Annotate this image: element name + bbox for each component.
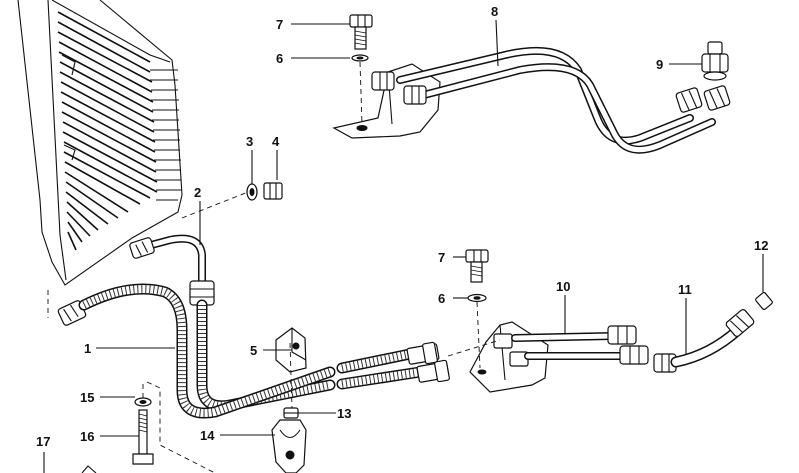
callout-6-lower: 6 xyxy=(438,291,445,306)
callout-17: 17 xyxy=(36,434,50,449)
lower-bracket-assembly xyxy=(465,249,649,393)
callout-15: 15 xyxy=(80,390,94,405)
assembly-guides xyxy=(47,61,501,473)
callout-labels: 1 2 3 4 5 6 6 7 7 8 9 10 11 12 13 14 15 … xyxy=(36,4,768,449)
callout-13: 13 xyxy=(337,406,351,421)
callout-6-upper: 6 xyxy=(276,51,283,66)
hose-clamp xyxy=(271,407,307,473)
oil-line-lower xyxy=(57,283,336,419)
callout-leaders xyxy=(96,19,764,437)
upper-bracket-assembly xyxy=(332,14,731,154)
callout-14: 14 xyxy=(200,428,215,443)
callout-9: 9 xyxy=(656,57,663,72)
callout-1: 1 xyxy=(84,341,91,356)
callout-10: 10 xyxy=(556,279,570,294)
flex-hose xyxy=(653,291,773,373)
banjo-screw xyxy=(246,182,283,201)
callout-2: 2 xyxy=(194,185,201,200)
oil-cooler xyxy=(17,0,183,286)
callout-4: 4 xyxy=(272,134,280,149)
bracket-edge xyxy=(43,452,97,473)
callout-7-upper: 7 xyxy=(276,17,283,32)
callout-16: 16 xyxy=(80,429,94,444)
oil-line-middle xyxy=(336,341,450,390)
callout-12: 12 xyxy=(754,238,768,253)
callout-8: 8 xyxy=(491,4,498,19)
mounting-bolt xyxy=(132,397,154,465)
adapter-fitting xyxy=(701,41,729,81)
callout-3: 3 xyxy=(246,134,253,149)
callout-11: 11 xyxy=(678,282,692,297)
callout-7-lower: 7 xyxy=(438,250,445,265)
callout-5: 5 xyxy=(250,343,257,358)
